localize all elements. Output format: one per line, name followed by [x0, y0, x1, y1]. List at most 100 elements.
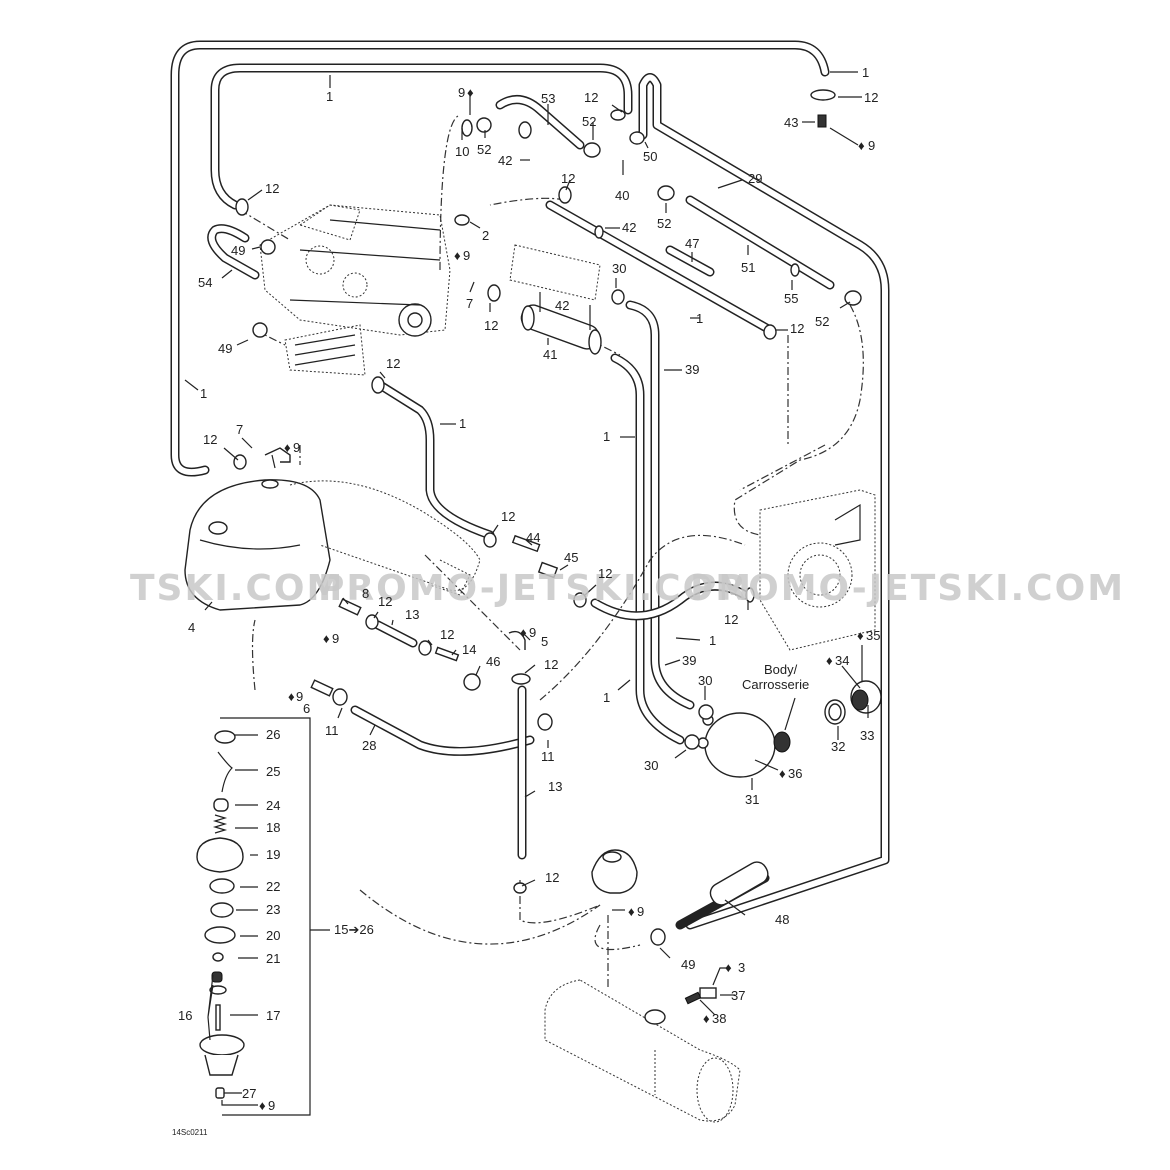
callout-49: 49: [231, 243, 245, 258]
callout-38: 38: [712, 1011, 726, 1026]
callout-16: 16: [178, 1008, 192, 1023]
part-muffler: [544, 979, 741, 1123]
oil-drop-icon: ♦: [259, 1098, 266, 1113]
part-31: [697, 712, 791, 778]
callout-11: 11: [325, 723, 339, 738]
dotted-rail: [509, 244, 601, 301]
hose-39: [625, 300, 695, 710]
callout-39: 39: [685, 362, 699, 377]
callout-53: 53: [541, 91, 555, 106]
oil-drop-icon: ♦: [628, 904, 635, 919]
callout-26: 26: [266, 727, 280, 742]
callout-37: 37: [731, 988, 745, 1003]
callout-9: 9: [868, 138, 875, 153]
callout-9: 9: [637, 904, 644, 919]
callout-1: 1: [696, 311, 703, 326]
callout-6: 6: [303, 701, 310, 716]
callout-39: 39: [682, 653, 696, 668]
callout-29: 29: [748, 171, 762, 186]
callout-23: 23: [266, 902, 280, 917]
hose-42-long: [545, 200, 775, 335]
watermark-text-3: PROMO-JETSKI.COM: [690, 568, 1125, 609]
callout-12: 12: [378, 594, 392, 609]
clamps: [233, 89, 862, 946]
callout-54: 54: [198, 275, 212, 290]
callout-1: 1: [603, 429, 610, 444]
callout-12: 12: [724, 612, 738, 627]
callout-3: 3: [738, 960, 745, 975]
part-37-sensor: [684, 987, 717, 1005]
part-19-cap: [196, 837, 244, 873]
callout-24: 24: [266, 798, 280, 813]
callout-33: 33: [860, 728, 874, 743]
oil-drop-icon: ♦: [284, 440, 291, 455]
watermark-text-1: TSKI.COM: [130, 568, 344, 609]
callout-21: 21: [266, 951, 280, 966]
oil-drop-icon: ♦: [857, 628, 864, 643]
callout-46: 46: [486, 654, 500, 669]
callout-9: 9: [463, 248, 470, 263]
callout-13: 13: [548, 779, 562, 794]
callout-14: 14: [462, 642, 476, 657]
callout-10: 10: [455, 144, 469, 159]
part-4-tank: [184, 479, 481, 611]
hose-1-mid: [610, 353, 685, 745]
hose-51: [685, 195, 835, 290]
callout-1: 1: [709, 633, 716, 648]
callout-12: 12: [544, 657, 558, 672]
callout-5: 5: [541, 634, 548, 649]
callout-12: 12: [584, 90, 598, 105]
callout-27: 27: [242, 1086, 256, 1101]
oil-drop-icon: ♦: [288, 689, 295, 704]
oil-drop-icon: ♦: [826, 653, 833, 668]
engine-block: [259, 204, 451, 376]
callout-9: 9: [458, 85, 465, 100]
callout-42: 42: [555, 298, 569, 313]
part-22: [209, 878, 235, 894]
callout-1: 1: [200, 386, 207, 401]
watermark: TSKI.COM PROMO-JETSKI.COM PROMO-JETSKI.C…: [130, 568, 1125, 609]
part-17: [215, 1004, 221, 1031]
flow-lines: [239, 114, 864, 990]
callout-51: 51: [741, 260, 755, 275]
hose-48-sleeve: [675, 861, 770, 930]
callout-30: 30: [698, 673, 712, 688]
callout-7: 7: [466, 296, 473, 311]
callout-9: 9: [332, 631, 339, 646]
hose-top-inner: [210, 63, 633, 210]
callout-41: 41: [543, 347, 557, 362]
hose-outer-loop: [170, 40, 830, 477]
callout-11: 11: [541, 749, 555, 764]
watermark-text-2: PROMO-JETSKI.COM: [318, 568, 753, 609]
note-body: Body/: [764, 662, 798, 677]
callout-30: 30: [644, 758, 658, 773]
callout-30: 30: [612, 261, 626, 276]
callout-31: 31: [745, 792, 759, 807]
callout-12: 12: [440, 627, 454, 642]
hose-28: [350, 705, 535, 756]
callout-19: 19: [266, 847, 280, 862]
callout-4: 4: [188, 620, 195, 635]
callout-13: 13: [405, 607, 419, 622]
callout-labels: 1 1 12 43 ♦ 9 12 9 ♦ 10 52 53 42 52 12 5…: [172, 65, 880, 1137]
callout-34: 34: [835, 653, 849, 668]
note-carrosserie: Carrosserie: [742, 677, 809, 692]
callout-1: 1: [459, 416, 466, 431]
hose-47: [665, 245, 715, 277]
hose-53: [495, 95, 585, 150]
oil-drop-icon: ♦: [454, 248, 461, 263]
oil-drop-icon: ♦: [858, 138, 865, 153]
callout-12: 12: [386, 356, 400, 371]
callout-28: 28: [362, 738, 376, 753]
callout-47: 47: [685, 236, 699, 251]
callout-9: 9: [293, 440, 300, 455]
callout-25: 25: [266, 764, 280, 779]
hose-1-engine: [375, 380, 495, 540]
callout-49: 49: [218, 341, 232, 356]
part-23: [210, 902, 234, 918]
callout-9: 9: [268, 1098, 275, 1113]
hose-1-bottom: [590, 581, 750, 621]
callout-52: 52: [815, 314, 829, 329]
callout-36: 36: [788, 766, 802, 781]
